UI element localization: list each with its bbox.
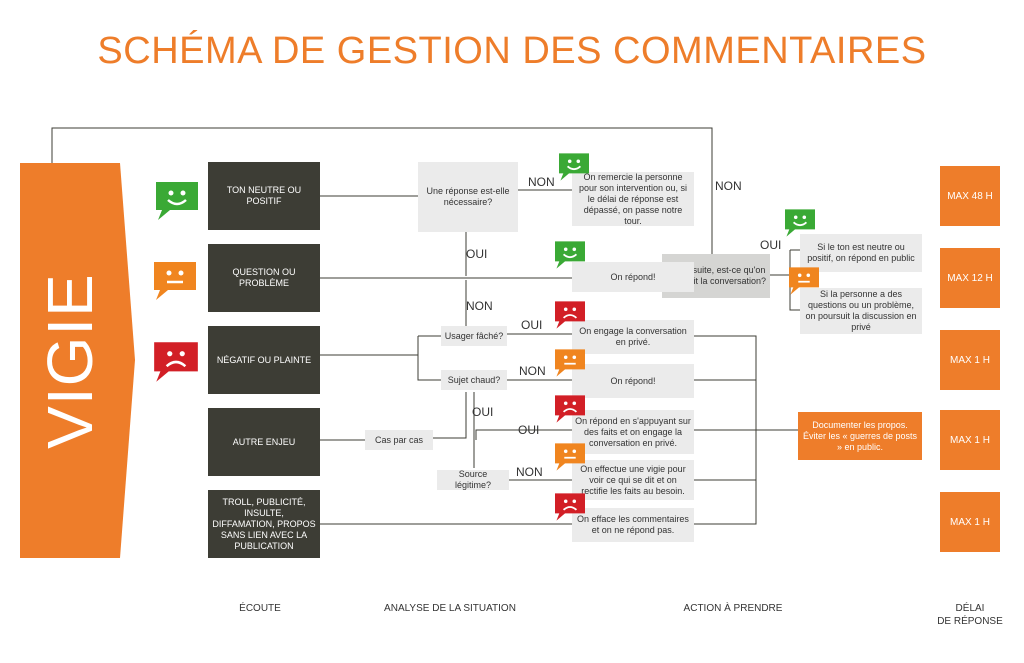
action-reply-1: On répond! xyxy=(572,262,694,292)
delay-box: MAX 1 H xyxy=(940,330,1000,390)
question-hot-topic: Sujet chaud? xyxy=(441,370,507,390)
action-reply-2: On répond! xyxy=(572,364,694,398)
action-watch-correct: On effectue une vigie pour voir ce qui s… xyxy=(572,460,694,500)
edge-label-oui: OUI xyxy=(466,247,488,261)
orange-neutral-icon xyxy=(154,262,196,300)
red-sad-icon xyxy=(555,493,585,521)
column-label-delay-line2: DE RÉPONSE xyxy=(937,616,1003,627)
delay-box: MAX 1 H xyxy=(940,492,1000,552)
delay-box: MAX 1 H xyxy=(940,410,1000,470)
edge-label-non: NON xyxy=(519,364,546,378)
action-engage-private: On engage la conversation en privé. xyxy=(572,320,694,354)
column-label-listening: ÉCOUTE xyxy=(239,603,281,614)
question-legitimate-source: Source légitime? xyxy=(437,469,509,490)
edge-label-oui: OUI xyxy=(760,238,782,252)
listening-troll: TROLL, PUBLICITÉ, INSULTE, DIFFAMATION, … xyxy=(208,490,320,558)
action-public-reply: Si le ton est neutre ou positif, on répo… xyxy=(800,234,922,272)
page-title: SCHÉMA DE GESTION DES COMMENTAIRES xyxy=(97,30,927,72)
column-label-delay: DÉLAI DE RÉPONSE xyxy=(925,602,1015,628)
question-angry-user: Usager fâché? xyxy=(441,326,507,346)
edge-label-oui: OUI xyxy=(518,423,540,437)
listening-other-issue: AUTRE ENJEU xyxy=(208,408,320,476)
column-label-action: ACTION À PRENDRE xyxy=(683,603,783,614)
column-label-delay-line1: DÉLAI xyxy=(955,603,985,614)
action-reply-facts: On répond en s'appuyant sur des faits et… xyxy=(572,410,694,454)
listening-negative-complaint: NÉGATIF OU PLAINTE xyxy=(208,326,320,394)
green-smile-icon xyxy=(156,182,198,220)
orange-neutral-icon xyxy=(789,267,819,295)
red-sad-icon xyxy=(555,301,585,329)
red-sad-icon xyxy=(154,342,198,382)
orange-neutral-icon xyxy=(555,349,585,377)
action-document: Documenter les propos. Éviter les « guer… xyxy=(798,412,922,460)
edge-label-oui: OUI xyxy=(472,405,494,419)
red-sad-icon xyxy=(555,395,585,423)
green-smile-icon xyxy=(785,209,815,237)
action-thank: On remercie la personne pour son interve… xyxy=(572,172,694,226)
edge-label-non: NON xyxy=(528,175,555,189)
listening-question-problem: QUESTION OU PROBLÈME xyxy=(208,244,320,312)
action-private-discussion: Si la personne a des questions ou un pro… xyxy=(800,288,922,334)
orange-neutral-icon xyxy=(555,443,585,471)
edge-label-non: NON xyxy=(466,299,493,313)
edge-label-non: NON xyxy=(715,179,742,193)
question-response-needed: Une réponse est-elle nécessaire? xyxy=(418,162,518,232)
action-delete: On efface les commentaires et on ne répo… xyxy=(572,508,694,542)
case-by-case: Cas par cas xyxy=(365,430,433,450)
column-label-analysis: ANALYSE DE LA SITUATION xyxy=(384,603,516,614)
edge-label-non: NON xyxy=(516,465,543,479)
listening-neutral-positive: TON NEUTRE OU POSITIF xyxy=(208,162,320,230)
vigie-label: VIGIE xyxy=(34,272,106,449)
delay-box: MAX 48 H xyxy=(940,166,1000,226)
green-smile-icon xyxy=(555,241,585,269)
edge-label-oui: OUI xyxy=(521,318,543,332)
vigie-arrow xyxy=(20,163,135,558)
green-smile-icon xyxy=(559,153,589,181)
delay-box: MAX 12 H xyxy=(940,248,1000,308)
